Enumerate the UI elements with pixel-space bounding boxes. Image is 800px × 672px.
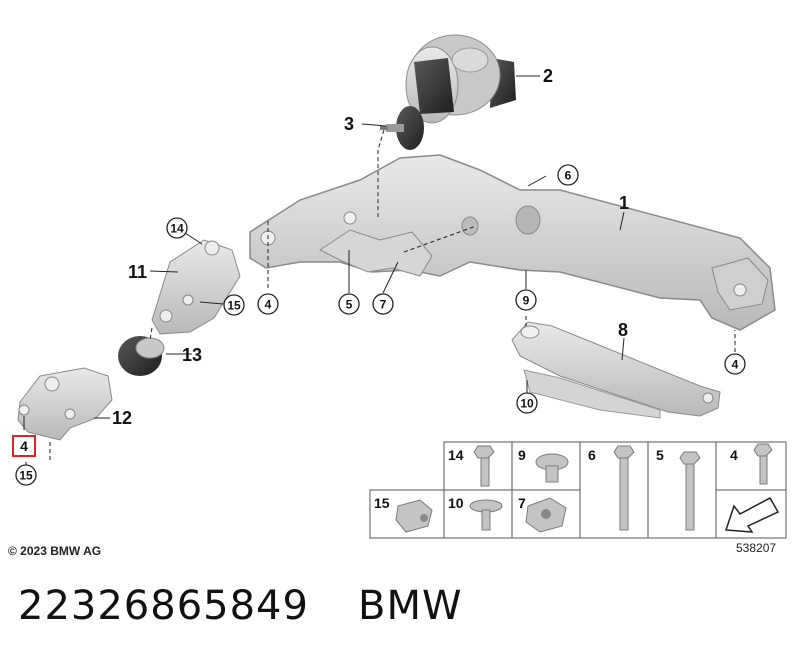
transmission-mount-part[interactable] xyxy=(405,34,516,124)
svg-text:14: 14 xyxy=(170,222,184,236)
rubber-mount-part[interactable] xyxy=(118,336,165,376)
svg-text:4: 4 xyxy=(732,358,739,372)
image-number: 538207 xyxy=(736,541,776,555)
legend-label-4: 4 xyxy=(730,447,738,463)
copyright-text: © 2023 BMW AG xyxy=(8,544,101,558)
callout-5[interactable]: 5 xyxy=(338,293,360,315)
callout-15-bottom[interactable]: 15 xyxy=(15,464,37,486)
callout-10[interactable]: 10 xyxy=(516,392,538,414)
legend-label-9: 9 xyxy=(518,447,526,463)
svg-text:7: 7 xyxy=(380,298,387,312)
callout-4-right[interactable]: 4 xyxy=(724,353,746,375)
svg-text:4: 4 xyxy=(265,298,272,312)
callout-1[interactable]: 1 xyxy=(619,193,629,213)
crossmember-part[interactable] xyxy=(249,154,776,331)
callout-8[interactable]: 8 xyxy=(618,320,628,340)
callout-15-top[interactable]: 15 xyxy=(223,294,245,316)
direction-arrow-icon xyxy=(724,496,780,533)
callout-6[interactable]: 6 xyxy=(557,164,579,186)
legend-label-5: 5 xyxy=(656,447,664,463)
mount-bracket-11-part[interactable] xyxy=(151,239,241,335)
callout-11[interactable]: 11 xyxy=(128,262,147,282)
legend-label-7: 7 xyxy=(518,495,526,511)
brand-name: BMW xyxy=(358,583,463,629)
leader-lines xyxy=(23,75,736,470)
legend-label-6: 6 xyxy=(588,447,596,463)
svg-text:15: 15 xyxy=(227,299,241,313)
mount-bracket-12-part[interactable] xyxy=(17,367,113,441)
svg-text:9: 9 xyxy=(523,294,530,308)
callout-13[interactable]: 13 xyxy=(182,345,202,365)
svg-text:6: 6 xyxy=(565,169,572,183)
callout-4-top[interactable]: 4 xyxy=(257,293,279,315)
legend-label-10: 10 xyxy=(448,495,464,511)
buffer-bolt-part[interactable] xyxy=(380,106,424,150)
fastener-legend: 14 9 6 5 4 15 10 7 xyxy=(369,441,787,539)
selected-callout-4[interactable]: 4 xyxy=(12,435,36,457)
callout-9[interactable]: 9 xyxy=(515,289,537,311)
svg-text:5: 5 xyxy=(346,298,353,312)
svg-text:10: 10 xyxy=(520,397,534,411)
svg-text:15: 15 xyxy=(19,469,33,483)
support-bracket-part[interactable] xyxy=(511,321,721,419)
callout-14[interactable]: 14 xyxy=(166,217,188,239)
callout-7[interactable]: 7 xyxy=(372,293,394,315)
svg-text:4: 4 xyxy=(20,438,28,454)
callout-3[interactable]: 3 xyxy=(344,114,354,134)
legend-label-14: 14 xyxy=(448,447,464,463)
part-number: 22326865849 xyxy=(18,583,309,629)
legend-label-15: 15 xyxy=(374,495,390,511)
callout-2[interactable]: 2 xyxy=(543,66,553,86)
callout-12[interactable]: 12 xyxy=(112,408,132,428)
